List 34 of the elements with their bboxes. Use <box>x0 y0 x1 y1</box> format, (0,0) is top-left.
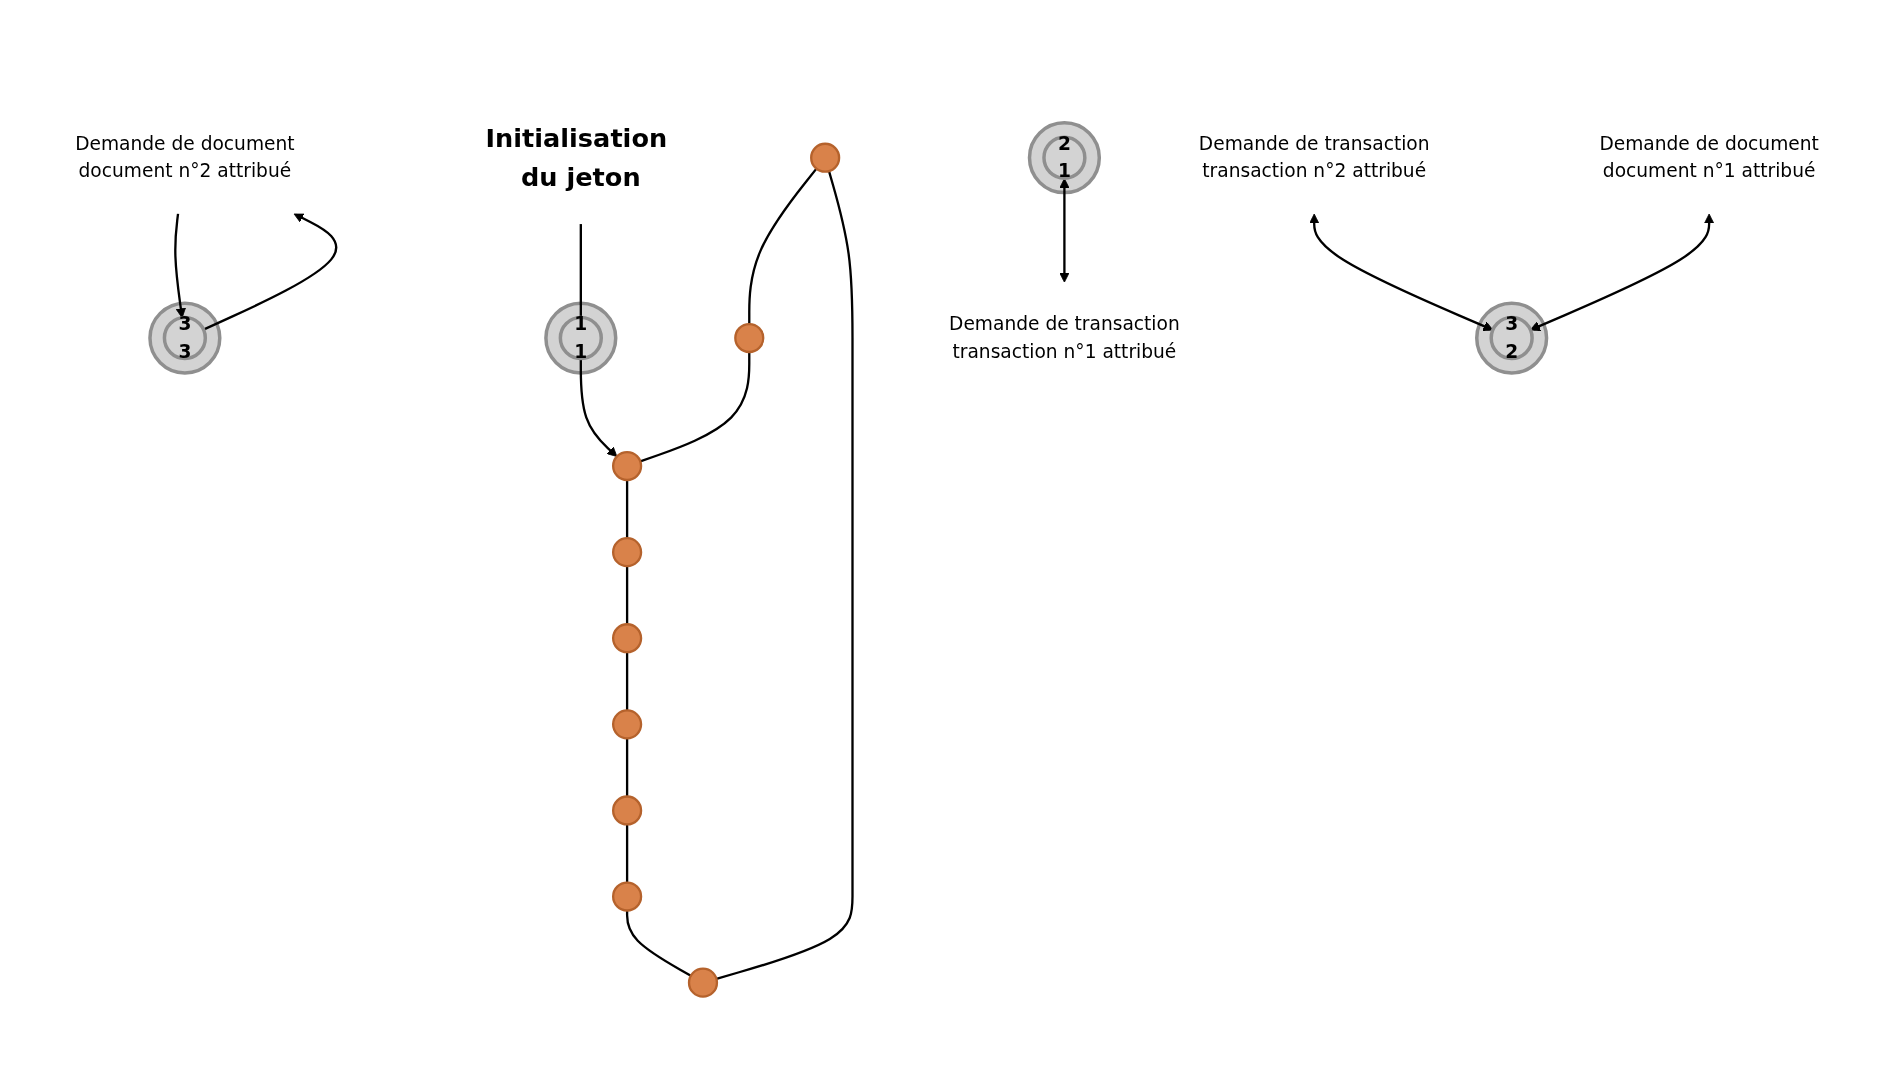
node-circle: 3 3 <box>162 315 208 361</box>
node-circle: 2 1 <box>1042 135 1087 180</box>
node-circle <box>611 795 643 826</box>
connector <box>748 167 818 325</box>
node-circle <box>611 623 643 654</box>
node-circle <box>611 537 643 568</box>
arrow <box>174 213 186 319</box>
arrow <box>1530 213 1715 332</box>
arrow <box>203 213 338 331</box>
node-circle <box>810 142 841 173</box>
connector <box>625 652 629 711</box>
node-circle <box>611 881 643 912</box>
node-circle <box>611 450 643 482</box>
arrow <box>579 358 618 457</box>
connector <box>625 566 629 625</box>
node-circle <box>687 967 719 998</box>
node-circle: 3 2 <box>1489 315 1534 361</box>
arrow <box>1059 178 1070 283</box>
connector <box>625 738 629 797</box>
connector <box>579 224 582 318</box>
node-text: Demande de document document n°2 attribué <box>75 132 295 183</box>
node-text: Demande de transaction transaction n°1 attribué <box>949 312 1180 363</box>
connector <box>625 480 629 539</box>
connector <box>639 352 751 463</box>
connector <box>716 170 854 980</box>
connector <box>625 824 629 883</box>
node-text: Demande de transaction transaction n°2 attribué <box>1198 132 1430 183</box>
node-circle <box>734 322 765 354</box>
node-circle <box>611 709 643 740</box>
arrow <box>1309 213 1494 332</box>
connector <box>625 910 692 977</box>
node-text: Demande de document document n°1 attribué <box>1599 132 1819 183</box>
node-circle: 1 1 <box>558 315 603 361</box>
node-text: Initialisation du jeton <box>485 123 668 192</box>
